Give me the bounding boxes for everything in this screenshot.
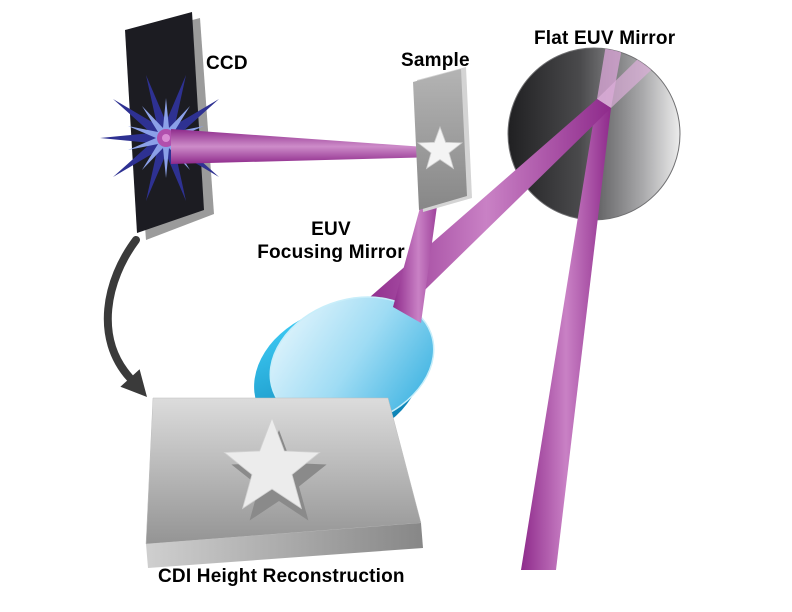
label-flat-euv-mirror: Flat EUV Mirror xyxy=(534,28,676,49)
diffraction-pattern xyxy=(100,75,232,201)
label-euv-focusing-mirror-line1: EUV xyxy=(311,219,351,240)
label-ccd: CCD xyxy=(206,53,248,74)
beam-sample-to-ccd xyxy=(171,129,439,164)
sample-panel xyxy=(413,67,472,212)
beam-source-to-flat-mirror xyxy=(521,99,611,570)
curved-arrow xyxy=(103,236,147,397)
label-euv-focusing-mirror-line2: Focusing Mirror xyxy=(257,242,405,263)
cdi-reconstruction-slab xyxy=(145,397,423,568)
sample-star xyxy=(416,125,464,170)
label-sample: Sample xyxy=(401,50,470,71)
cdi-star xyxy=(223,416,327,521)
label-euv-focusing-mirror: EUV Focusing Mirror xyxy=(240,218,422,264)
ccd-panel xyxy=(100,12,232,240)
label-cdi-reconstruction: CDI Height Reconstruction xyxy=(158,566,405,587)
